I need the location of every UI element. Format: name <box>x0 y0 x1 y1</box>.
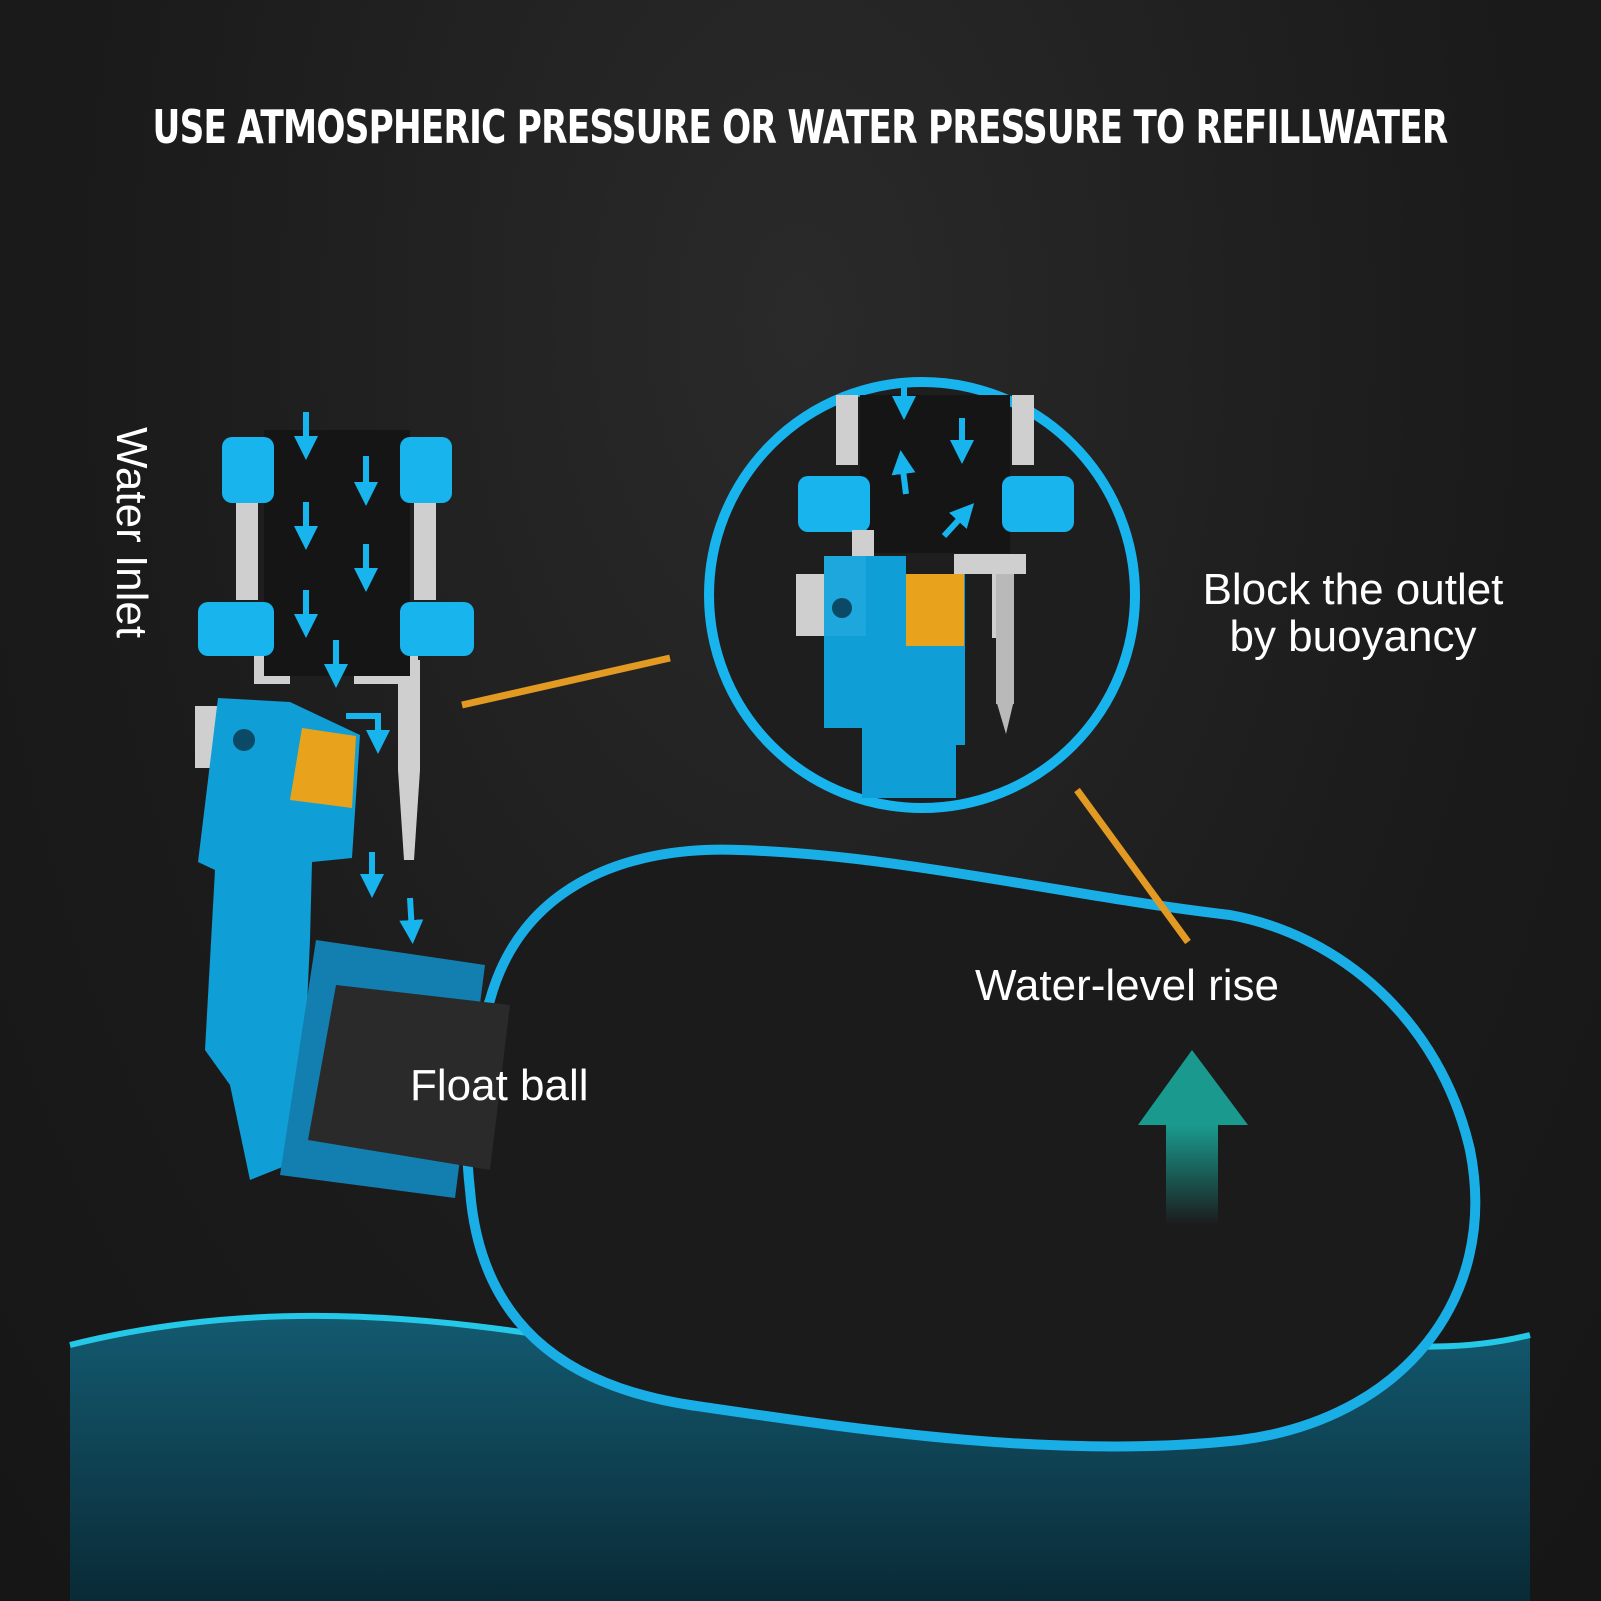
leader-line-valve <box>461 654 671 709</box>
label-float-ball: Float ball <box>410 1061 589 1110</box>
float-ball-outline <box>461 844 1481 1452</box>
valve-assembly <box>195 412 510 1198</box>
seal-pad <box>290 728 356 808</box>
label-block-outlet-1: Block the outlet <box>1203 565 1504 614</box>
lower-flange-right <box>400 602 474 656</box>
lower-flange-left <box>198 602 274 656</box>
label-water-level: Water-level rise <box>975 961 1279 1010</box>
zoom-detail <box>704 377 1140 813</box>
rise-arrow-icon <box>1138 1050 1248 1225</box>
upper-flange-left <box>222 437 274 503</box>
flow-arrows <box>294 412 424 944</box>
page-title: USE ATMOSPHERIC PRESSURE OR WATER PRESSU… <box>153 100 1448 154</box>
pivot-pin <box>233 729 255 751</box>
label-block-outlet-2: by buoyancy <box>1229 612 1476 661</box>
leader-line-float <box>1074 787 1191 945</box>
upper-flange-right <box>400 437 452 503</box>
lever-arm <box>198 698 360 1180</box>
label-water-inlet: Water Inlet <box>107 427 156 638</box>
